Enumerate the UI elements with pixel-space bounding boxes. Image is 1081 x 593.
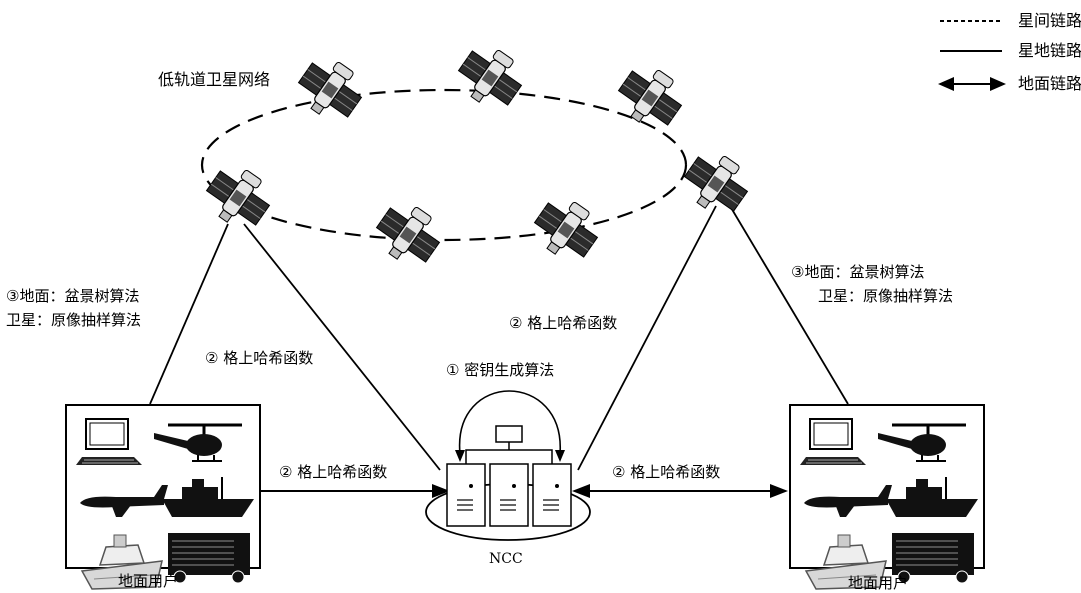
hash-label-right-uplink: ② 格上哈希函数	[509, 313, 617, 333]
ground-user-box-right	[790, 405, 984, 589]
server-icon	[490, 464, 528, 526]
leo-network-label: 低轨道卫星网络	[158, 70, 270, 90]
ground-link-right	[572, 484, 788, 498]
key-generation-loop	[460, 391, 561, 454]
legend	[938, 21, 1006, 91]
right-arrow-icon	[990, 77, 1006, 91]
legend-label-inter-satellite: 星间链路	[1018, 11, 1081, 31]
satellite-icon	[527, 190, 607, 269]
satellite-icon	[369, 195, 449, 274]
right-algorithm-satellite-label: 卫星：原像抽样算法	[818, 286, 953, 306]
left-algorithm-satellite-label: 卫星：原像抽样算法	[6, 310, 141, 330]
satellite-icon	[451, 38, 531, 117]
left-algorithm-ground-label: ③地面：盆景树算法	[6, 286, 139, 306]
key-generation-label: ① 密钥生成算法	[446, 360, 554, 380]
left-arrow-icon	[938, 77, 954, 91]
ground-user-label-right: 地面用户	[848, 573, 908, 593]
ncc-server-cluster	[426, 391, 590, 540]
arrowhead-icon	[555, 450, 565, 462]
legend-label-ground-link: 地面链路	[1018, 74, 1081, 94]
satellite-icon	[291, 50, 371, 129]
right-algorithm-ground-label: ③地面：盆景树算法	[791, 262, 924, 282]
hash-label-left-ground: ② 格上哈希函数	[279, 462, 387, 482]
server-icon	[533, 464, 571, 526]
ncc-label: NCC	[489, 549, 523, 569]
hash-label-right-ground: ② 格上哈希函数	[612, 462, 720, 482]
leo-orbit-ring	[202, 90, 686, 240]
server-icon	[447, 464, 485, 526]
satellite-icon	[677, 144, 757, 223]
ground-user-label-left: 地面用户	[118, 571, 178, 591]
legend-label-satellite-ground: 星地链路	[1018, 41, 1081, 61]
hash-label-left-uplink: ② 格上哈希函数	[205, 348, 313, 368]
ground-user-box-left	[66, 405, 260, 589]
right-arrow-icon	[770, 484, 788, 498]
ground-link-left	[242, 484, 450, 498]
satellite-icon	[199, 158, 279, 237]
arrowhead-icon	[455, 450, 465, 462]
